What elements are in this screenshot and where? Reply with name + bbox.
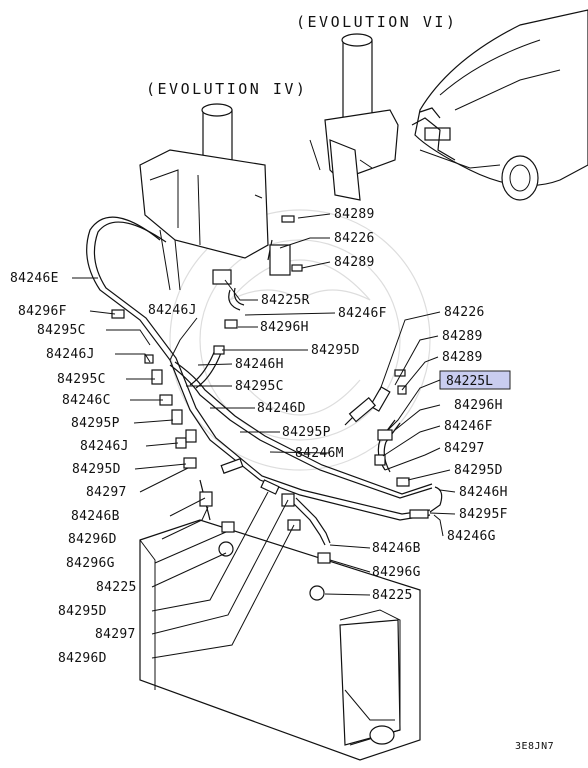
- part-label[interactable]: 84246M: [295, 446, 344, 461]
- part-label[interactable]: 84246H: [235, 357, 284, 372]
- part-label[interactable]: 84295C: [57, 372, 106, 387]
- part-label[interactable]: 84246J: [46, 347, 95, 362]
- part-label[interactable]: 84296D: [68, 532, 117, 547]
- part-label[interactable]: 84289: [334, 255, 375, 270]
- part-label[interactable]: 84246B: [71, 509, 120, 524]
- part-label[interactable]: 84225: [372, 588, 413, 603]
- radiator-illustration: [139, 519, 421, 761]
- highlighted-part-label[interactable]: 84225L: [439, 370, 511, 390]
- part-label[interactable]: 84246J: [148, 303, 197, 318]
- part-label[interactable]: 84246H: [459, 485, 508, 500]
- part-label[interactable]: 84246E: [10, 271, 59, 286]
- part-label[interactable]: 84295C: [235, 379, 284, 394]
- part-label[interactable]: 84296G: [66, 556, 115, 571]
- part-label[interactable]: 84295P: [71, 416, 120, 431]
- part-label[interactable]: 84297: [95, 627, 136, 642]
- diagram-code: 3E8JN7: [515, 741, 554, 752]
- part-label[interactable]: 84296H: [260, 320, 309, 335]
- washer-hoses: [86, 216, 443, 546]
- header-evolution-vi: (EVOLUTION VI): [296, 13, 457, 31]
- car-illustration: [411, 9, 588, 201]
- part-label[interactable]: 84289: [442, 329, 483, 344]
- part-label[interactable]: 84295D: [454, 463, 503, 478]
- part-label[interactable]: 84246C: [62, 393, 111, 408]
- watermark-emblem: [169, 209, 431, 471]
- highlighted-part-text[interactable]: 84225L: [446, 374, 493, 389]
- part-label[interactable]: 84296H: [454, 398, 503, 413]
- part-label[interactable]: 84297: [444, 441, 485, 456]
- part-label[interactable]: 84295C: [37, 323, 86, 338]
- part-labels: 84289 84226 84289 84225R 84246E 84246J 8…: [10, 207, 508, 666]
- part-label[interactable]: 84296D: [58, 651, 107, 666]
- header-evolution-iv: (EVOLUTION IV): [146, 80, 307, 98]
- leader-lines: [72, 213, 456, 659]
- part-label[interactable]: 84246G: [447, 529, 496, 544]
- part-label[interactable]: 84225: [96, 580, 137, 595]
- part-label[interactable]: 84246B: [372, 541, 421, 556]
- part-label[interactable]: 84226: [444, 305, 485, 320]
- part-label[interactable]: 84296F: [18, 304, 67, 319]
- part-label[interactable]: 84295D: [72, 462, 121, 477]
- part-label[interactable]: 84225R: [261, 293, 310, 308]
- part-label[interactable]: 84226: [334, 231, 375, 246]
- part-label[interactable]: 84295P: [282, 425, 331, 440]
- part-label[interactable]: 84289: [442, 350, 483, 365]
- part-label[interactable]: 84246F: [444, 419, 493, 434]
- part-label[interactable]: 84246F: [338, 306, 387, 321]
- highlighted-leader: [387, 379, 441, 431]
- washer-tank-evolution-iv: [139, 103, 269, 291]
- part-label[interactable]: 84296G: [372, 565, 421, 580]
- part-label[interactable]: 84295D: [58, 604, 107, 619]
- part-label[interactable]: 84295F: [459, 507, 508, 522]
- washer-tank-evolution-vi: [309, 33, 399, 201]
- part-label[interactable]: 84246D: [257, 401, 306, 416]
- part-label[interactable]: 84297: [86, 485, 127, 500]
- part-label[interactable]: 84246J: [80, 439, 129, 454]
- fittings: [111, 215, 429, 601]
- part-label[interactable]: 84295D: [311, 343, 360, 358]
- part-label[interactable]: 84289: [334, 207, 375, 222]
